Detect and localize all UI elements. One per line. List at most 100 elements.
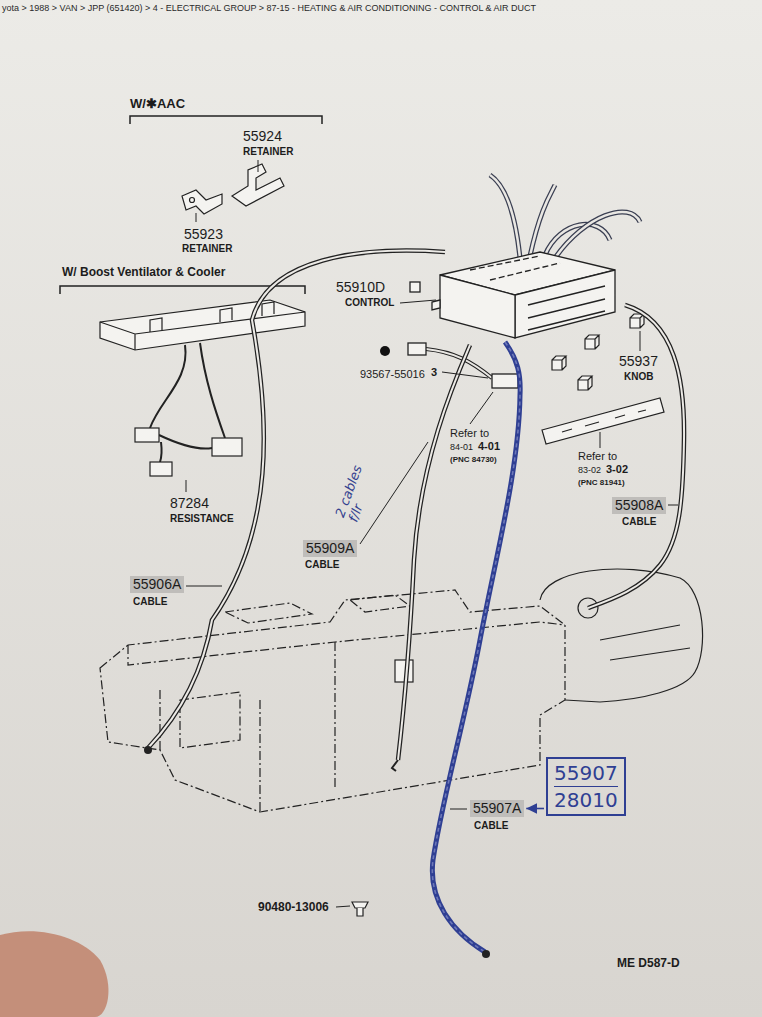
control-cable bbox=[148, 251, 445, 748]
leader-line bbox=[640, 331, 641, 351]
resistor-assembly bbox=[100, 300, 305, 350]
heater-unit-outline bbox=[160, 642, 335, 812]
knob bbox=[552, 356, 566, 370]
part-number-text: 55906A bbox=[133, 576, 181, 593]
control-unit bbox=[492, 374, 518, 388]
control-cable bbox=[398, 345, 470, 760]
control-cable bbox=[432, 342, 520, 952]
part-name: RESISTANCE bbox=[170, 513, 234, 525]
leader-line bbox=[258, 160, 259, 172]
resistor-assembly bbox=[100, 300, 305, 476]
cable-end bbox=[392, 760, 398, 771]
quantity-number: 3 bbox=[431, 366, 437, 379]
highlighted-part-number: 55906A bbox=[130, 576, 184, 593]
lever-plate bbox=[542, 398, 664, 444]
handwritten-note: 2 cables f/lr bbox=[333, 452, 382, 524]
lever-plate bbox=[542, 398, 664, 444]
leader-line bbox=[442, 372, 488, 378]
screw bbox=[352, 902, 368, 916]
leader-line bbox=[450, 809, 467, 810]
part-number-text: 55909A bbox=[306, 540, 354, 557]
control-cable bbox=[398, 345, 470, 760]
heater-unit-outline bbox=[128, 622, 565, 665]
leader-line bbox=[196, 213, 197, 222]
part-name: KNOB bbox=[624, 371, 653, 383]
part-name: CABLE bbox=[133, 596, 167, 608]
callout-number: 55937 bbox=[619, 353, 658, 369]
control-wire bbox=[545, 224, 610, 255]
part-number-text: 55908A bbox=[615, 497, 663, 514]
control-wire bbox=[490, 175, 520, 258]
part-name: CABLE bbox=[622, 516, 656, 528]
heater-unit-outline bbox=[225, 595, 410, 623]
callout-number: 90480-13006 bbox=[258, 901, 329, 915]
leader-line bbox=[600, 432, 601, 448]
reference-note: 83-02 bbox=[578, 465, 601, 475]
control-cable bbox=[432, 342, 520, 952]
leader-line bbox=[186, 480, 187, 492]
control-unit bbox=[515, 270, 615, 338]
control-wire bbox=[490, 175, 520, 258]
callout-number: 55923 bbox=[184, 226, 223, 242]
reference-note: (PNC 84730) bbox=[450, 455, 497, 464]
part-number-text: 28010 bbox=[554, 786, 618, 813]
reference-note: 84-01 bbox=[450, 442, 473, 452]
control-wire bbox=[555, 212, 640, 258]
group-bracket bbox=[130, 116, 322, 124]
screw bbox=[357, 908, 363, 916]
part-number-text: 55907A bbox=[473, 800, 521, 817]
control-wire bbox=[426, 175, 640, 378]
leader-line bbox=[186, 586, 222, 587]
heater-unit-outline bbox=[180, 692, 240, 748]
group-heading: W/ Boost Ventilator & Cooler bbox=[62, 266, 225, 280]
resistor-assembly bbox=[135, 428, 159, 442]
retainer-part bbox=[190, 198, 195, 203]
control-wire bbox=[545, 224, 610, 255]
part-name: CABLE bbox=[474, 820, 508, 832]
screw bbox=[352, 902, 368, 908]
control-unit bbox=[470, 256, 560, 280]
leader-line bbox=[336, 906, 350, 907]
callout-number: 87284 bbox=[170, 495, 209, 511]
control-cable bbox=[148, 251, 445, 748]
control-unit bbox=[408, 252, 615, 388]
knob bbox=[578, 376, 592, 390]
control-unit bbox=[410, 282, 420, 292]
part-name: CABLE bbox=[305, 559, 339, 571]
callout-number: 55910D bbox=[336, 279, 385, 295]
group-bracket bbox=[60, 116, 322, 294]
reference-note: (PNC 81941) bbox=[578, 478, 625, 487]
resistor-assembly bbox=[100, 312, 305, 350]
heater-unit-outline bbox=[100, 590, 565, 812]
leader-line bbox=[470, 392, 493, 424]
callout-number: 55924 bbox=[243, 128, 282, 144]
highlighted-part-number: 55909A bbox=[303, 540, 357, 557]
part-name: RETAINER bbox=[182, 243, 232, 255]
finger bbox=[0, 931, 108, 1017]
heater-unit-outline bbox=[100, 590, 565, 812]
blower-housing bbox=[540, 569, 703, 702]
cable-end bbox=[144, 746, 152, 754]
pointer-arrow bbox=[526, 808, 544, 810]
control-unit bbox=[408, 343, 426, 355]
leader-line bbox=[668, 505, 678, 506]
blower-housing bbox=[540, 569, 703, 702]
control-unit bbox=[432, 300, 440, 310]
retainer-part bbox=[182, 190, 222, 214]
part-number-text: 55907 bbox=[554, 760, 618, 786]
part-name: RETAINER bbox=[243, 146, 293, 158]
leader-line bbox=[400, 300, 436, 303]
leader-line bbox=[186, 160, 678, 907]
highlighted-part-number: 55907A bbox=[470, 800, 524, 817]
knob bbox=[630, 314, 644, 328]
blower-housing bbox=[600, 625, 690, 660]
reference-note: Refer to bbox=[578, 450, 617, 463]
reference-note: Refer to bbox=[450, 427, 489, 440]
cable-end bbox=[482, 950, 490, 958]
knob bbox=[585, 335, 599, 349]
leader-line bbox=[360, 442, 428, 544]
callout-number: 93567-55016 bbox=[360, 368, 425, 381]
handwritten-part-box: 5590728010 bbox=[546, 757, 626, 816]
highlighted-part-number: 55908A bbox=[612, 497, 666, 514]
